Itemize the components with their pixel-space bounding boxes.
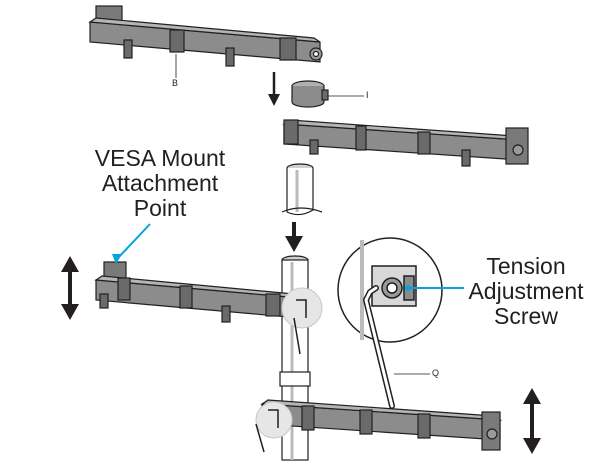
second-arm [282, 119, 529, 167]
bottom-joint-highlight [255, 401, 293, 453]
middle-arm [94, 261, 301, 323]
tension-callout-line-1: Tension [486, 253, 566, 279]
vesa-callout-line-2: Attachment [101, 170, 219, 196]
hex-key-icon [362, 285, 395, 409]
vesa-callout-line-1: VESA Mount [94, 145, 226, 171]
tension-callout: Tension Adjustment Screw [456, 254, 596, 329]
part-label-i: I [366, 90, 369, 100]
down-arrow-icon [285, 222, 303, 252]
vesa-callout-line-3: Point [133, 195, 187, 221]
bottom-arm [260, 399, 503, 451]
collar-part-i [291, 80, 329, 108]
vesa-leader [112, 223, 151, 264]
up-down-arrow-icon [61, 256, 79, 320]
part-label-q: Q [432, 368, 440, 378]
tension-leader [405, 285, 464, 291]
top-arm [88, 5, 323, 67]
part-label-b: B [172, 78, 179, 88]
tension-callout-line-3: Screw [494, 303, 558, 329]
tension-callout-line-2: Adjustment [468, 278, 584, 304]
pole-top [281, 163, 323, 216]
up-down-arrow-icon [523, 388, 541, 454]
vesa-callout: VESA Mount Attachment Point [80, 146, 240, 221]
middle-joint-highlight [281, 287, 323, 355]
down-arrow-icon [268, 72, 280, 106]
detail-magnifier [337, 237, 443, 343]
